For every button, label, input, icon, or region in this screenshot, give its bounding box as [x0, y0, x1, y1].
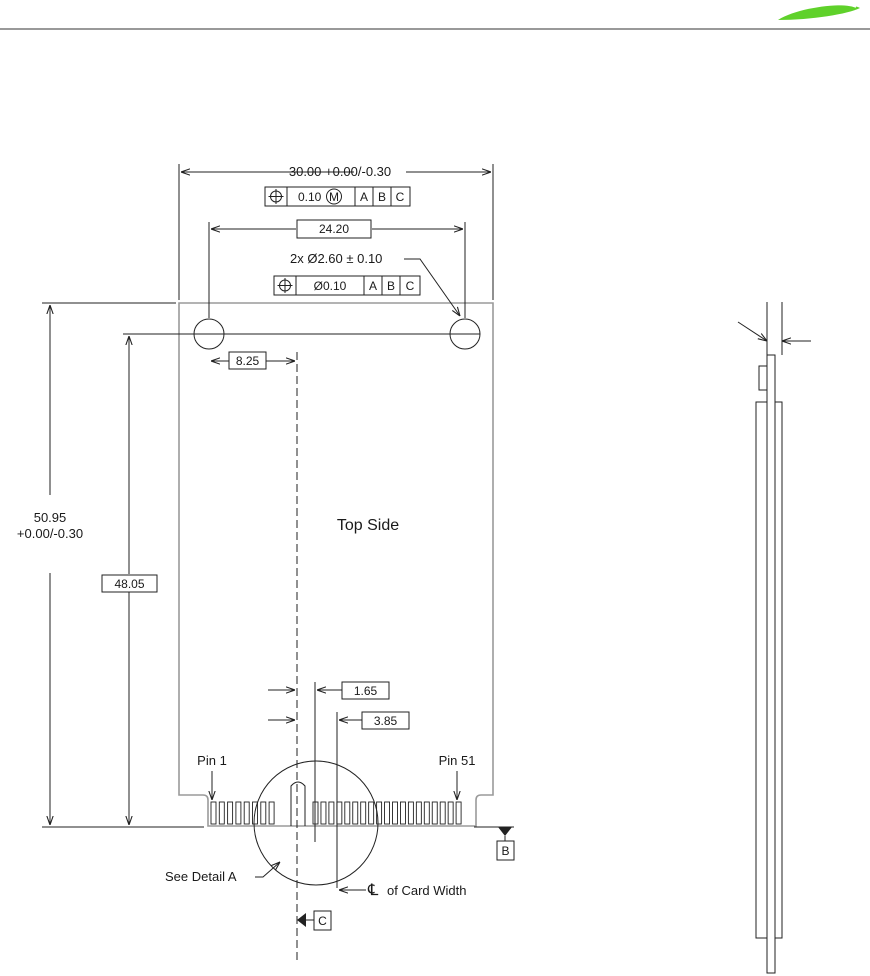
- contact-pad: [228, 802, 233, 824]
- svg-text:C: C: [406, 279, 415, 293]
- contact-pad: [361, 802, 366, 824]
- edge-contact-pads: [211, 802, 461, 824]
- contact-pad: [448, 802, 453, 824]
- contact-pad: [400, 802, 405, 824]
- contact-pad: [353, 802, 358, 824]
- svg-text:A: A: [360, 190, 368, 204]
- contact-pad: [211, 802, 216, 824]
- contact-pad: [329, 802, 334, 824]
- svg-text:M: M: [329, 190, 339, 204]
- pin-51-label: Pin 51: [439, 753, 476, 768]
- notch-offset-1-label: 1.65: [354, 684, 378, 698]
- contact-pad: [219, 802, 224, 824]
- svg-text:A: A: [369, 279, 377, 293]
- overall-width-label: 30.00 +0.00/-0.30: [289, 164, 391, 179]
- datum-b-label: B: [501, 844, 509, 858]
- hole-callout-label: 2x Ø2.60 ± 0.10: [290, 251, 382, 266]
- contact-pad: [236, 802, 241, 824]
- contact-pad: [385, 802, 390, 824]
- contact-pad: [432, 802, 437, 824]
- contact-pad: [393, 802, 398, 824]
- contact-pad: [408, 802, 413, 824]
- leader-line: [255, 862, 280, 877]
- contact-pad: [337, 802, 342, 824]
- centerline-label: of Card Width: [387, 883, 466, 898]
- key-notch: [291, 782, 305, 826]
- feature-control-frame-holes: Ø0.10 A B C: [274, 276, 420, 295]
- swoosh-logo-icon: [778, 4, 860, 20]
- datum-c-label: C: [318, 914, 327, 928]
- datum-triangle-icon: [498, 827, 512, 836]
- feature-control-frame-top: 0.10 M A B C: [265, 187, 410, 206]
- svg-text:B: B: [378, 190, 386, 204]
- svg-text:Ø0.10: Ø0.10: [314, 279, 347, 293]
- contact-pad: [345, 802, 350, 824]
- contact-pad: [261, 802, 266, 824]
- contact-pad: [321, 802, 326, 824]
- contact-pad: [456, 802, 461, 824]
- hole-to-center-label: 8.25: [236, 354, 260, 368]
- top-side-label: Top Side: [337, 517, 399, 534]
- svg-text:0.10: 0.10: [298, 190, 322, 204]
- contact-pad: [269, 802, 274, 824]
- hole-spacing-label: 24.20: [319, 222, 349, 236]
- see-detail-a-label: See Detail A: [165, 869, 237, 884]
- datum-triangle-icon: [297, 913, 306, 927]
- svg-text:C: C: [396, 190, 405, 204]
- contact-pad: [440, 802, 445, 824]
- card-outline: [179, 303, 493, 826]
- contact-pad: [369, 802, 374, 824]
- svg-text:B: B: [387, 279, 395, 293]
- contact-pad: [244, 802, 249, 824]
- centerline-symbol-icon: ℄: [367, 882, 379, 899]
- notch-offset-2-label: 3.85: [374, 714, 398, 728]
- side-view: [738, 302, 811, 973]
- overall-height-tolerance: +0.00/-0.30: [17, 526, 83, 541]
- overall-height-label: 50.95: [34, 510, 67, 525]
- hole-to-bottom-label: 48.05: [114, 577, 144, 591]
- pin-1-label: Pin 1: [197, 753, 227, 768]
- contact-pad: [424, 802, 429, 824]
- contact-pad: [416, 802, 421, 824]
